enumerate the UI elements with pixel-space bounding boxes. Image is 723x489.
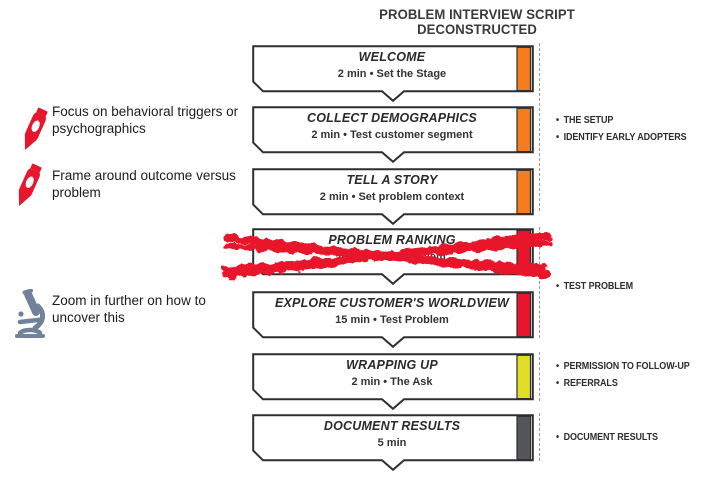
step-box-shape: [252, 45, 534, 103]
bullet: •: [556, 281, 560, 292]
step-box-shape: [252, 353, 534, 411]
step-subtitle: 2 min • Test customer segment: [311, 129, 473, 141]
step-box-shape: [252, 168, 534, 226]
crayon-icon: [18, 163, 42, 207]
step-title: COLLECT DEMOGRAPHICS: [307, 111, 477, 125]
stripe: [516, 292, 532, 338]
stripe: [516, 107, 532, 153]
side-label: •IDENTIFY EARLY ADOPTERS: [556, 129, 709, 146]
step-subtitle: 15 min • Test Problem: [335, 314, 449, 326]
side-labels-wrap-up: •PERMISSION TO FOLLOW-UP •REFERRALS: [556, 358, 723, 392]
stripe: [516, 169, 532, 215]
side-labels-document: •DOCUMENT RESULTS: [556, 429, 723, 446]
step-tell-a-story: TELL A STORY 2 min • Set problem context: [252, 168, 534, 226]
step-subtitle: 2 min • The Ask: [351, 376, 433, 388]
section-bracket-wrap-up: [539, 352, 541, 401]
stripe: [516, 354, 532, 400]
microscope-icon: [15, 289, 45, 338]
step-explore-worldview: EXPLORE CUSTOMER'S WORLDVIEW 15 min • Te…: [252, 291, 534, 349]
side-label: •TEST PROBLEM: [556, 278, 709, 295]
step-wrapping-up: WRAPPING UP 2 min • The Ask: [252, 353, 534, 411]
side-label: •DOCUMENT RESULTS: [556, 429, 709, 446]
step-box-shape: [252, 414, 534, 472]
step-title: EXPLORE CUSTOMER'S WORLDVIEW: [274, 296, 510, 310]
step-subtitle: 5 min: [377, 437, 407, 449]
step-subtitle: 2 min • Set problem context: [319, 191, 465, 203]
page-title: PROBLEM INTERVIEW SCRIPT DECONSTRUCTED: [379, 7, 575, 37]
step-title: WRAPPING UP: [346, 358, 438, 372]
step-collect-demographics: COLLECT DEMOGRAPHICS 2 min • Test custom…: [252, 106, 534, 164]
section-bracket-setup: [539, 43, 541, 211]
side-labels-setup: •THE SETUP •IDENTIFY EARLY ADOPTERS: [556, 112, 723, 146]
annotation-behavioral-triggers: Focus on behavioral triggers or psychogr…: [52, 104, 239, 136]
bullet: •: [556, 378, 560, 389]
crayon-icon: [24, 107, 48, 151]
step-welcome: WELCOME 2 min • Set the Stage: [252, 45, 534, 103]
section-bracket-test-problem: [539, 227, 541, 338]
step-document-results: DOCUMENT RESULTS 5 min: [252, 414, 534, 472]
side-label: •THE SETUP: [556, 112, 709, 129]
step-title: TELL A STORY: [346, 173, 438, 187]
step-title: DOCUMENT RESULTS: [323, 419, 461, 433]
step-box-shape: [252, 106, 534, 164]
side-label: •REFERRALS: [556, 375, 709, 392]
side-label: •PERMISSION TO FOLLOW-UP: [556, 358, 709, 375]
annotation-frame-outcome: Frame around outcome versus problem: [52, 168, 236, 200]
step-subtitle: 2 min • Set the Stage: [337, 68, 447, 80]
section-bracket-document: [539, 413, 541, 461]
annotation-zoom-in: Zoom in further on how to uncover this: [52, 293, 206, 325]
step-box-shape: [252, 291, 534, 349]
step-title: PROBLEM RANKING: [328, 233, 456, 247]
crossed-out-x: [222, 232, 552, 279]
stripe: [516, 46, 532, 92]
bullet: •: [556, 132, 560, 143]
bullet: •: [556, 432, 560, 443]
bullet: •: [556, 361, 560, 372]
step-title: WELCOME: [358, 50, 426, 64]
stripe: [516, 415, 532, 461]
bullet: •: [556, 115, 560, 126]
side-labels-test-problem: •TEST PROBLEM: [556, 278, 723, 295]
